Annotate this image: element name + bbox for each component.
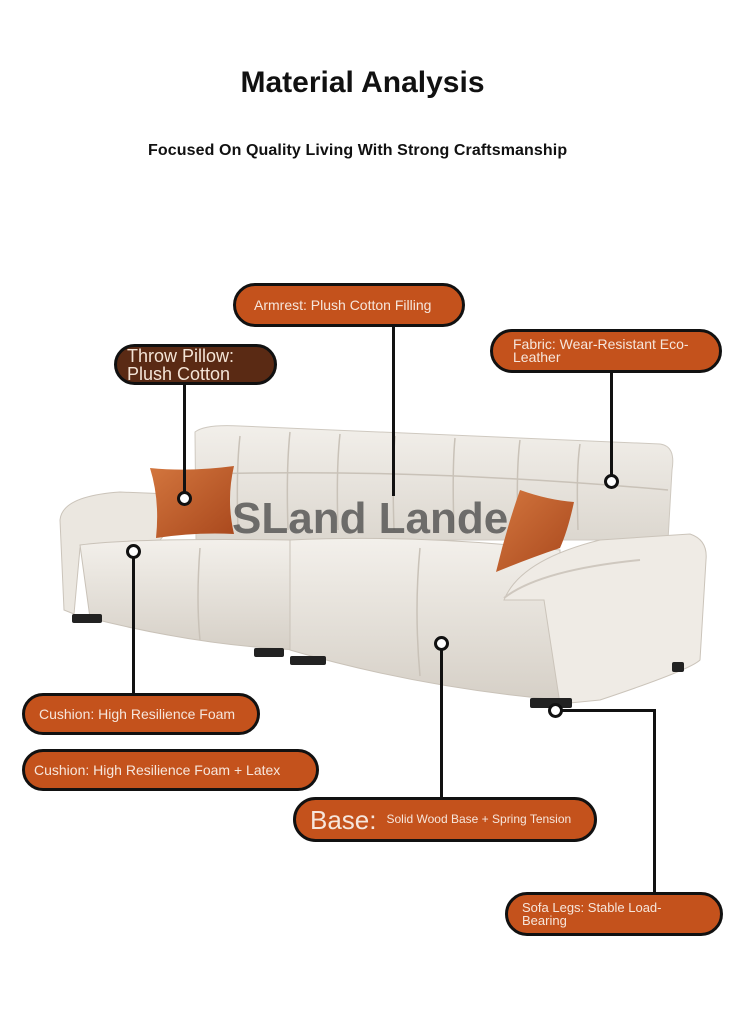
- callout-cushion-foam: Cushion: High Resilience Foam: [22, 693, 260, 735]
- callout-sofa-legs-text: Sofa Legs: Stable Load-Bearing: [522, 900, 662, 928]
- marker-dot-throw-pillow: [177, 491, 192, 506]
- callout-base-prefix: Base:: [310, 804, 377, 835]
- callout-fabric: Fabric: Wear-Resistant Eco-Leather: [490, 329, 722, 373]
- marker-dot-legs: [548, 703, 563, 718]
- marker-dot-fabric: [604, 474, 619, 489]
- sofa-leg: [254, 648, 284, 657]
- sofa-tufting: [204, 431, 669, 531]
- leader-line-legs-h: [556, 709, 655, 712]
- callout-base: Base: Solid Wood Base + Spring Tension: [293, 797, 597, 842]
- leader-line-throw-pillow: [183, 382, 186, 496]
- page-title: Material Analysis: [240, 66, 485, 99]
- sofa-leg: [72, 614, 102, 623]
- leader-line-armrest: [392, 324, 395, 496]
- callout-cushion-latex-text: Cushion: High Resilience Foam + Latex: [34, 761, 281, 778]
- callout-sofa-legs: Sofa Legs: Stable Load-Bearing: [505, 892, 723, 936]
- callout-throw-pillow: Throw Pillow: Plush Cotton: [114, 344, 277, 385]
- marker-dot-base: [434, 636, 449, 651]
- throw-pillow-right: [496, 490, 574, 572]
- throw-pillow-left: [150, 466, 234, 538]
- callout-armrest: Armrest: Plush Cotton Filling: [233, 283, 465, 327]
- leader-line-legs-v: [653, 709, 656, 895]
- callout-fabric-text: Fabric: Wear-Resistant Eco-Leather: [513, 336, 689, 365]
- callout-throw-pillow-text: Throw Pillow: Plush Cotton: [127, 345, 235, 384]
- sofa-seat-left: [79, 539, 301, 651]
- watermark-text: SLand Lande: [232, 494, 509, 543]
- callout-cushion-latex: Cushion: High Resilience Foam + Latex: [22, 749, 319, 791]
- callout-cushion-foam-text: Cushion: High Resilience Foam: [39, 705, 236, 722]
- page-subtitle: Focused On Quality Living With Strong Cr…: [148, 142, 568, 159]
- leader-line-base: [440, 644, 443, 798]
- callout-base-text: Solid Wood Base + Spring Tension: [386, 812, 572, 826]
- marker-dot-cushion: [126, 544, 141, 559]
- leader-line-fabric: [610, 370, 613, 480]
- sofa-right-arm: [503, 533, 707, 705]
- leader-line-cushion: [132, 552, 135, 694]
- sofa-leg: [672, 662, 684, 672]
- sofa-leg: [290, 656, 326, 665]
- callout-armrest-text: Armrest: Plush Cotton Filling: [254, 296, 432, 313]
